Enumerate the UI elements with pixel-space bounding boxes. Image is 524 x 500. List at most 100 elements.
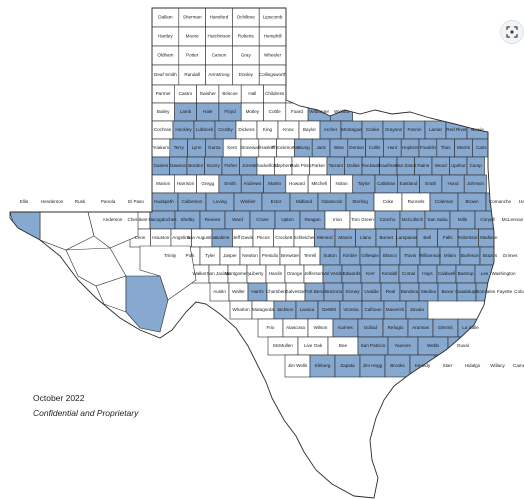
county-label: Refugio xyxy=(388,325,404,330)
county-label: Aransas xyxy=(412,325,430,330)
county-label: Johnson xyxy=(467,181,485,186)
county-label: Crosby xyxy=(218,127,233,132)
county-label: Titus xyxy=(441,145,451,150)
county-label: Foard xyxy=(291,109,303,114)
county-label: Fisher xyxy=(224,163,237,168)
county-label: Frio xyxy=(267,325,275,330)
county-label: Grayson xyxy=(385,127,403,132)
county-label: Parker xyxy=(311,163,325,168)
county-label: Bastrop xyxy=(458,271,474,276)
county-label: Kenedy xyxy=(415,363,431,368)
county-label: Washington xyxy=(491,271,516,276)
county-label: Robertson xyxy=(458,235,480,240)
county-label: Brazos xyxy=(483,253,498,258)
county-label: Brewster xyxy=(281,253,300,258)
county-label: Sutton xyxy=(323,253,337,258)
county-shape xyxy=(39,211,95,251)
county-label: Collingsworth xyxy=(259,72,287,77)
county-label: Montgomery xyxy=(225,271,251,276)
county-label: Shelby xyxy=(180,217,195,222)
county-label: Willacy xyxy=(490,363,505,368)
county-label: Burnet xyxy=(379,235,393,240)
county-label: Hidalgo xyxy=(465,363,481,368)
county-label: Sherman xyxy=(183,15,202,20)
county-label: Lampasas xyxy=(396,235,418,240)
county-label: Gonzales xyxy=(476,289,496,294)
county-label: Panola xyxy=(101,199,116,204)
county-label: Knox xyxy=(283,127,294,132)
county-label: Archer xyxy=(324,127,338,132)
confidentiality-note: Confidential and Proprietary xyxy=(33,408,139,418)
county-label: Taylor xyxy=(358,181,371,186)
county-label: Trinity xyxy=(164,253,177,258)
county-label: Rockwall xyxy=(362,163,380,168)
county-label: Kinney xyxy=(345,289,360,294)
county-label: Hudspeth xyxy=(154,199,174,204)
county-label: Dallas xyxy=(347,163,360,168)
county-label: Smith xyxy=(224,181,236,186)
county-label: Bailey xyxy=(157,109,170,114)
county-label: Duval xyxy=(457,343,469,348)
county-label: Travis xyxy=(404,253,417,258)
county-label: Llano xyxy=(360,235,372,240)
county-label: Terrell xyxy=(304,253,317,258)
county-label: Upton xyxy=(281,217,294,222)
county-label: Medina xyxy=(421,289,437,294)
county-shape xyxy=(125,275,169,333)
county-label: Newton xyxy=(242,253,258,258)
county-label: Denton xyxy=(349,145,364,150)
county-label: Atascosa xyxy=(286,325,305,330)
county-label: Baylor xyxy=(303,127,316,132)
county-label: Kent xyxy=(227,145,237,150)
county-label: Cass xyxy=(476,145,487,150)
county-label: Loving xyxy=(213,199,227,204)
county-label: Gillespie xyxy=(361,253,379,258)
county-label: Presidio xyxy=(262,253,279,258)
county-label: Polk xyxy=(186,253,196,258)
county-label: Fort Bend xyxy=(304,289,325,294)
county-label: Reagan xyxy=(304,217,321,222)
county-label: Irion xyxy=(333,217,342,222)
county-label: Pecos xyxy=(257,235,270,240)
county-label: Red River xyxy=(446,127,467,132)
county-label: Zapata xyxy=(340,363,355,368)
county-label: Hale xyxy=(203,109,213,114)
county-label: Harrison xyxy=(177,181,195,186)
county-label: Palo Pinto xyxy=(290,163,311,168)
county-label: Webb xyxy=(427,343,439,348)
county-label: Kerr xyxy=(366,271,375,276)
county-label: Mills xyxy=(458,217,468,222)
county-label: Goliad xyxy=(364,325,378,330)
county-label: Martin xyxy=(268,181,281,186)
county-label: McMullen xyxy=(273,343,293,348)
county-label: Rusk xyxy=(75,199,86,204)
county-label: Mitchell xyxy=(311,181,327,186)
county-label: Cochran xyxy=(154,127,172,132)
county-label: Throckmorton xyxy=(271,145,300,150)
county-label: Dimmit xyxy=(438,325,453,330)
county-label: Comal xyxy=(402,271,415,276)
county-label: Brooks xyxy=(390,363,405,368)
county-label: Ellis xyxy=(20,199,29,204)
capture-icon[interactable] xyxy=(500,20,524,44)
county-label: Falls xyxy=(443,235,453,240)
county-label: Maverick xyxy=(386,307,405,312)
county-label: Lamar xyxy=(429,127,442,132)
county-label: Hartley xyxy=(158,34,173,39)
county-label: Jim Hogg xyxy=(363,363,383,368)
county-label: Jackson xyxy=(277,307,294,312)
county-label: Orange xyxy=(287,271,303,276)
county-label: Hemphill xyxy=(264,34,282,39)
county-label: El Paso xyxy=(128,199,144,204)
county-label: Scurry xyxy=(207,163,221,168)
county-label: Armstrong xyxy=(208,72,230,77)
county-label: Kendall xyxy=(382,271,397,276)
county-label: McLennan xyxy=(502,217,524,222)
county-label: Jasper xyxy=(223,253,237,258)
county-label: Nolan xyxy=(336,181,348,186)
county-label: Comanche xyxy=(489,199,512,204)
county-label: Young xyxy=(297,145,310,150)
county-label: Upshur xyxy=(451,163,466,168)
county-label: Lee xyxy=(481,271,489,276)
county-label: Gaines xyxy=(153,163,168,168)
